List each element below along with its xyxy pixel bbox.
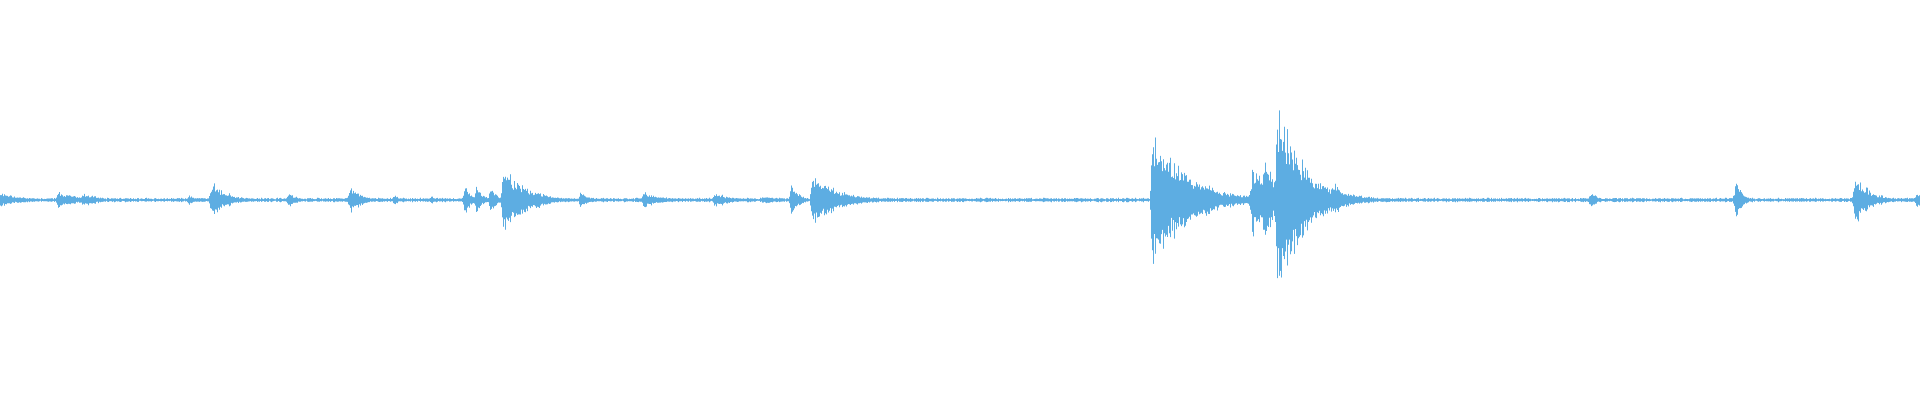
waveform-amplitude-trace	[0, 110, 1920, 279]
waveform-bars	[0, 110, 1920, 279]
